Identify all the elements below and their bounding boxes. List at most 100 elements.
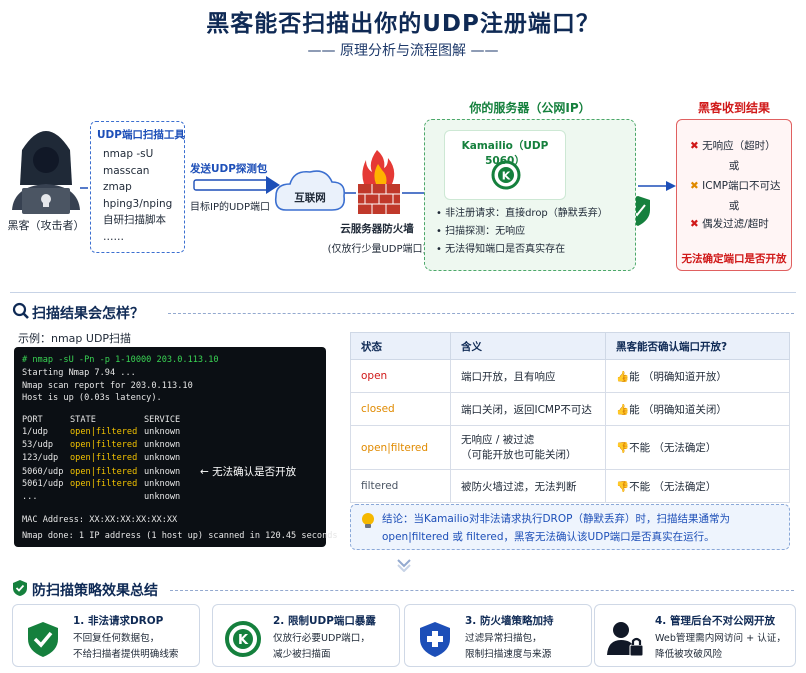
- lightbulb-icon: [362, 513, 374, 528]
- thumbs-down-icon: 👎: [616, 442, 630, 454]
- shield-check-icon: [28, 622, 58, 657]
- terminal-service: unknown: [144, 479, 181, 489]
- port-states-table: 状态 含义 黑客能否确认端口开放? open 端口开放，且有响应 👍能 （明确知…: [350, 332, 790, 503]
- terminal-port: 5060/udp: [22, 467, 64, 477]
- answer-cell: 👍能 （明确知道关闭）: [605, 392, 790, 426]
- terminal-service: unknown: [144, 440, 181, 450]
- answer-label: 不能 （无法确定）: [629, 480, 717, 493]
- state-cell: filtered: [350, 469, 451, 503]
- answer-label: 不能 （无法确定）: [629, 442, 717, 454]
- card-desc: 过滤异常扫描包，限制扫描速度与来源: [465, 633, 552, 660]
- terminal-line: Starting Nmap 7.94 ...: [22, 368, 136, 378]
- svg-text:K: K: [502, 170, 511, 183]
- kamailio-logo-icon: K: [491, 160, 521, 190]
- server-item: • 扫描探测：无响应: [436, 226, 526, 237]
- conclusion-box: [350, 504, 790, 550]
- page-title: 黑客能否扫描出你的UDP注册端口？: [206, 11, 600, 37]
- terminal-service: unknown: [144, 492, 181, 502]
- state-cell: open: [350, 359, 451, 393]
- meaning-cell: 端口关闭，返回ICMP不可达: [450, 392, 606, 426]
- send-probe-label: 发送UDP探测包: [190, 163, 268, 175]
- thumbs-down-icon: 👎: [616, 480, 630, 493]
- x-mark-icon: ✖: [690, 218, 699, 230]
- answer-label: 能 （明确知道关闭）: [629, 403, 727, 416]
- hacker-label: 黑客（攻击者）: [7, 219, 85, 232]
- terminal-mac-line: MAC Address: XX:XX:XX:XX:XX:XX: [22, 515, 178, 525]
- state-cell: open|filtered: [350, 425, 451, 470]
- table-header-row: 状态 含义 黑客能否确认端口开放?: [350, 332, 790, 360]
- result-footer: 无法确定端口是否开放: [681, 253, 787, 265]
- terminal-port: 1/udp: [22, 427, 48, 437]
- x-mark-icon: ✖: [690, 140, 699, 152]
- firewall-note: (仅放行少量UDP端口): [327, 244, 427, 255]
- strategy-card-admin: 4. 管理后台不对公网开放 Web管理需内网访问 + 认证，降低被攻破风险: [594, 604, 796, 667]
- x-mark-icon: ✖: [690, 180, 699, 192]
- result-or: 或: [728, 200, 740, 212]
- result-box: [676, 119, 792, 271]
- section-divider: [10, 292, 796, 293]
- meaning-cell: 被防火墙过滤，无法判断: [450, 469, 606, 503]
- scan-tool-item: zmap: [103, 181, 132, 193]
- strategy-card-limit-ports: K 2. 限制UDP端口暴露 仅放行必要UDP端口，减少被扫描面: [212, 604, 400, 667]
- terminal-service: unknown: [144, 427, 181, 437]
- terminal-port: ...: [22, 492, 38, 502]
- table-header: 状态: [350, 332, 451, 360]
- internet-label: 互联网: [294, 192, 326, 204]
- result-item-label: ICMP端口不可达: [702, 180, 781, 192]
- terminal-col-port: PORT: [22, 415, 43, 425]
- card-title: 1. 非法请求DROP: [73, 615, 164, 627]
- udp-packet-arrow: [193, 176, 280, 194]
- kamailio-logo-icon: K: [225, 621, 261, 657]
- heading-rule: [168, 313, 794, 314]
- scan-tool-item: ……: [103, 230, 124, 243]
- server-item: • 非注册请求：直接drop（静默丢弃）: [436, 208, 608, 219]
- thumbs-up-icon: 👍: [616, 403, 630, 416]
- terminal-command: # nmap -sU -Pn -p 1-10000 203.0.113.10: [22, 355, 219, 365]
- answer-cell: 👎不能 （无法确定）: [605, 425, 790, 470]
- table-row: closed 端口关闭，返回ICMP不可达 👍能 （明确知道关闭）: [350, 392, 790, 426]
- meaning-cell: 无响应 / 被过滤 （可能开放也可能关闭）: [450, 425, 606, 470]
- server-item: • 无法得知端口是否真实存在: [436, 244, 566, 255]
- answer-cell: 👎不能 （无法确定）: [605, 469, 790, 503]
- terminal-line: Nmap scan report for 203.0.113.10: [22, 381, 193, 391]
- terminal-note: ← 无法确认是否开放: [200, 466, 297, 478]
- result-item-label: 偶发过滤/超时: [702, 218, 769, 230]
- answer-cell: 👍能 （明确知道开放）: [605, 359, 790, 393]
- terminal-done-line: Nmap done: 1 IP address (1 host up) scan…: [22, 531, 338, 541]
- firewall-icon: [358, 150, 400, 214]
- scan-tool-item: masscan: [103, 164, 150, 177]
- card-title: 3. 防火墙策略加持: [465, 615, 554, 627]
- page-subtitle: —— 原理分析与流程图解 ——: [307, 43, 499, 59]
- scan-tool-item: nmap -sU: [103, 148, 154, 160]
- terminal-service: unknown: [144, 453, 181, 463]
- conclusion-text: 结论：当Kamailio对非法请求执行DROP（静默丢弃）时，扫描结果通常为 o…: [382, 513, 730, 543]
- terminal-port: 5061/udp: [22, 479, 64, 489]
- table-row: open|filtered 无响应 / 被过滤 （可能开放也可能关闭） 👎不能 …: [350, 425, 790, 470]
- strategy-heading: 防扫描策略效果总结: [32, 583, 158, 599]
- terminal-col-state: STATE: [70, 415, 96, 425]
- result-or: 或: [728, 160, 740, 172]
- shield-check-icon: [13, 580, 27, 596]
- scan-results-heading: 扫描结果会怎样？: [32, 306, 144, 322]
- scan-tools-box: UDP端口扫描工具 nmap -sU masscan zmap hping3/n…: [90, 121, 185, 253]
- terminal-state: open|filtered: [70, 479, 138, 489]
- answer-label: 能 （明确知道开放）: [629, 370, 727, 383]
- card-desc: 不回复任何数据包，不给扫描者提供明确线索: [73, 633, 179, 660]
- target-port-label: 目标IP的UDP端口: [190, 202, 271, 213]
- state-cell: closed: [350, 392, 451, 426]
- result-item-filtered: ✖ 偶发过滤/超时: [690, 216, 769, 231]
- result-item-timeout: ✖ 无响应（超时）: [690, 138, 776, 153]
- table-row: filtered 被防火墙过滤，无法判断 👎不能 （无法确定）: [350, 469, 790, 503]
- firewall-label: 云服务器防火墙: [340, 223, 414, 235]
- terminal-window: # nmap -sU -Pn -p 1-10000 203.0.113.10 S…: [14, 347, 338, 547]
- internet-cloud-icon: [274, 170, 346, 211]
- table-header: 含义: [450, 332, 606, 360]
- terminal-service: unknown: [144, 467, 181, 477]
- terminal-line: Host is up (0.03s latency).: [22, 393, 162, 403]
- shield-plus-icon: [420, 622, 450, 657]
- terminal-state: open|filtered: [70, 467, 138, 477]
- table-row: open 端口开放，且有响应 👍能 （明确知道开放）: [350, 359, 790, 393]
- strategy-card-firewall: 3. 防火墙策略加持 过滤异常扫描包，限制扫描速度与来源: [404, 604, 592, 667]
- scan-tool-item: hping3/nping: [103, 197, 173, 210]
- terminal-col-service: SERVICE: [144, 415, 181, 425]
